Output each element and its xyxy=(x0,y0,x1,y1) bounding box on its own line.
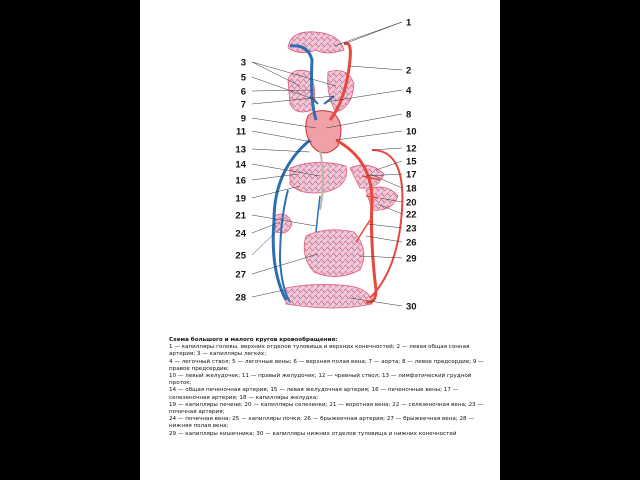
label-3: 3 xyxy=(241,58,246,69)
left-lung-capillaries xyxy=(327,70,355,113)
label-7: 7 xyxy=(241,100,246,111)
caption-line: 1 — капилляры головы, верхних отделов ту… xyxy=(169,344,470,358)
caption-title: Схема большого и малого кругов кровообра… xyxy=(169,337,338,343)
label-5: 5 xyxy=(241,73,247,84)
spleen-capillaries xyxy=(365,186,399,211)
label-28: 28 xyxy=(235,293,246,304)
label-18: 18 xyxy=(406,184,417,195)
label-26: 26 xyxy=(406,238,417,249)
right-lung-capillaries xyxy=(287,69,315,113)
label-22: 22 xyxy=(406,210,417,221)
label-23: 23 xyxy=(406,224,417,235)
label-2: 2 xyxy=(406,66,411,77)
leader-lines xyxy=(251,21,403,307)
label-24: 24 xyxy=(235,229,246,240)
label-11: 11 xyxy=(236,127,247,138)
figure-caption: Схема большого и малого кругов кровообра… xyxy=(169,337,487,438)
label-21: 21 xyxy=(235,211,246,222)
caption-line: 10 — левый желудочек; 11 — правый желудо… xyxy=(169,373,472,387)
liver-capillaries xyxy=(289,162,347,194)
label-10: 10 xyxy=(406,127,417,138)
left-number-labels: 3 5 6 7 9 11 13 14 16 19 21 24 25 27 28 xyxy=(235,58,246,304)
label-17: 17 xyxy=(406,170,417,181)
label-27: 27 xyxy=(235,270,246,281)
label-14: 14 xyxy=(235,160,246,171)
caption-line: 29 — капилляры кишечника; 30 — капилляры… xyxy=(169,430,457,437)
label-20: 20 xyxy=(406,198,417,209)
label-30: 30 xyxy=(406,302,417,313)
lower-body-capillaries xyxy=(285,284,373,309)
label-9: 9 xyxy=(241,114,246,125)
label-12: 12 xyxy=(406,144,417,155)
label-1: 1 xyxy=(406,18,412,29)
intestine-capillaries xyxy=(303,229,365,277)
label-19: 19 xyxy=(235,194,246,205)
caption-line: 4 — легочный ствол; 5 — легочные вены; 6… xyxy=(169,358,484,372)
label-29: 29 xyxy=(406,254,417,265)
label-8: 8 xyxy=(406,110,411,121)
caption-line: 14 — общая печеночная артерия; 15 — лева… xyxy=(169,387,459,401)
heart xyxy=(305,110,342,154)
caption-line: 24 — почечная вена; 25 — капилляры почки… xyxy=(169,416,474,430)
label-16: 16 xyxy=(235,176,246,187)
thoracic-duct xyxy=(319,149,324,211)
head-capillaries xyxy=(287,31,345,54)
label-25: 25 xyxy=(235,251,246,262)
label-15: 15 xyxy=(406,157,417,168)
caption-line: 19 — капилляры печени; 20 — капилляры се… xyxy=(169,401,484,416)
label-13: 13 xyxy=(235,145,246,156)
veins xyxy=(271,44,335,303)
arteries xyxy=(328,41,404,304)
label-6: 6 xyxy=(241,87,246,98)
label-4: 4 xyxy=(406,86,412,97)
